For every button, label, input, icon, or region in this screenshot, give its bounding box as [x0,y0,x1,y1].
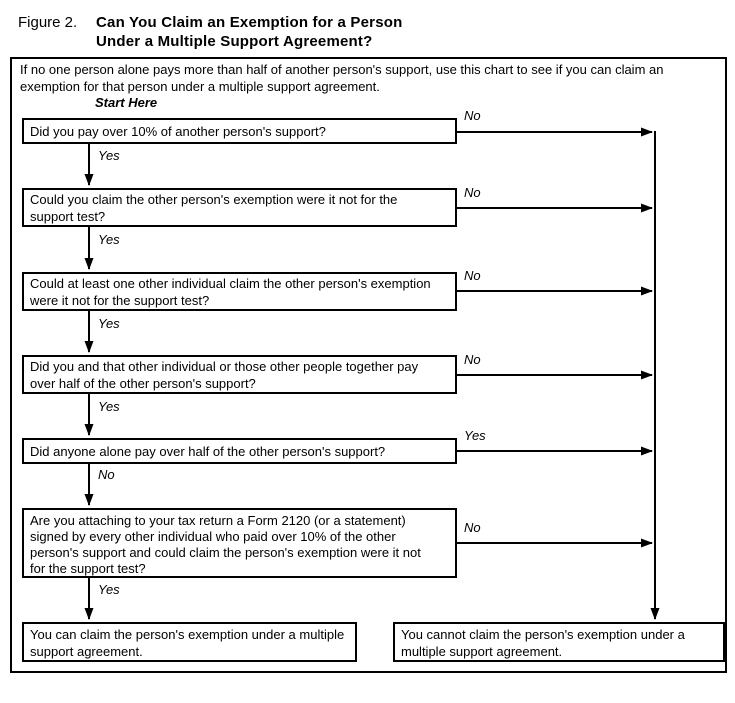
figure-label: Figure 2. [18,14,78,31]
figure-title: Can You Claim an Exemption for a Person … [96,13,402,51]
intro-text: If no one person alone pays more than ha… [20,62,664,94]
q3-side-label: No [464,268,481,283]
q2-down-label: Yes [98,232,120,247]
q6-side-label: No [464,520,481,535]
question-text-3: Could at least one other individual clai… [30,276,431,308]
q1-side-label: No [464,108,481,123]
question-text-5: Did anyone alone pay over half of the ot… [30,443,386,459]
question-text-1: Did you pay over 10% of another person's… [30,123,326,139]
result-text-can-claim: You can claim the person's exemption und… [30,627,345,659]
q4-down-label: Yes [98,399,120,414]
figure-title-line1: Can You Claim an Exemption for a Person [96,14,403,31]
result-text-cannot-claim: You cannot claim the person's exemption … [401,627,685,659]
question-box-5: Did anyone alone pay over half of the ot… [22,438,457,464]
q1-down-label: Yes [98,148,120,163]
q2-side-label: No [464,185,481,200]
result-box-can-claim: You can claim the person's exemption und… [22,622,357,662]
q3-down-label: Yes [98,316,120,331]
question-text-2: Could you claim the other person's exemp… [30,192,398,224]
question-box-3: Could at least one other individual clai… [22,272,457,311]
q5-side-label: Yes [464,428,486,443]
question-box-6: Are you attaching to your tax return a F… [22,508,457,578]
result-box-cannot-claim: You cannot claim the person's exemption … [393,622,725,662]
question-box-1: Did you pay over 10% of another person's… [22,118,457,144]
question-text-4: Did you and that other individual or tho… [30,359,419,391]
question-box-2: Could you claim the other person's exemp… [22,188,457,227]
q4-side-label: No [464,352,481,367]
question-box-4: Did you and that other individual or tho… [22,355,457,394]
start-here-label: Start Here [95,95,158,110]
figure-title-line2: Under a Multiple Support Agreement? [96,33,373,50]
q6-down-label: Yes [98,582,120,597]
chart-frame [10,57,727,673]
question-text-6: Are you attaching to your tax return a F… [30,513,421,576]
q5-down-label: No [98,467,115,482]
